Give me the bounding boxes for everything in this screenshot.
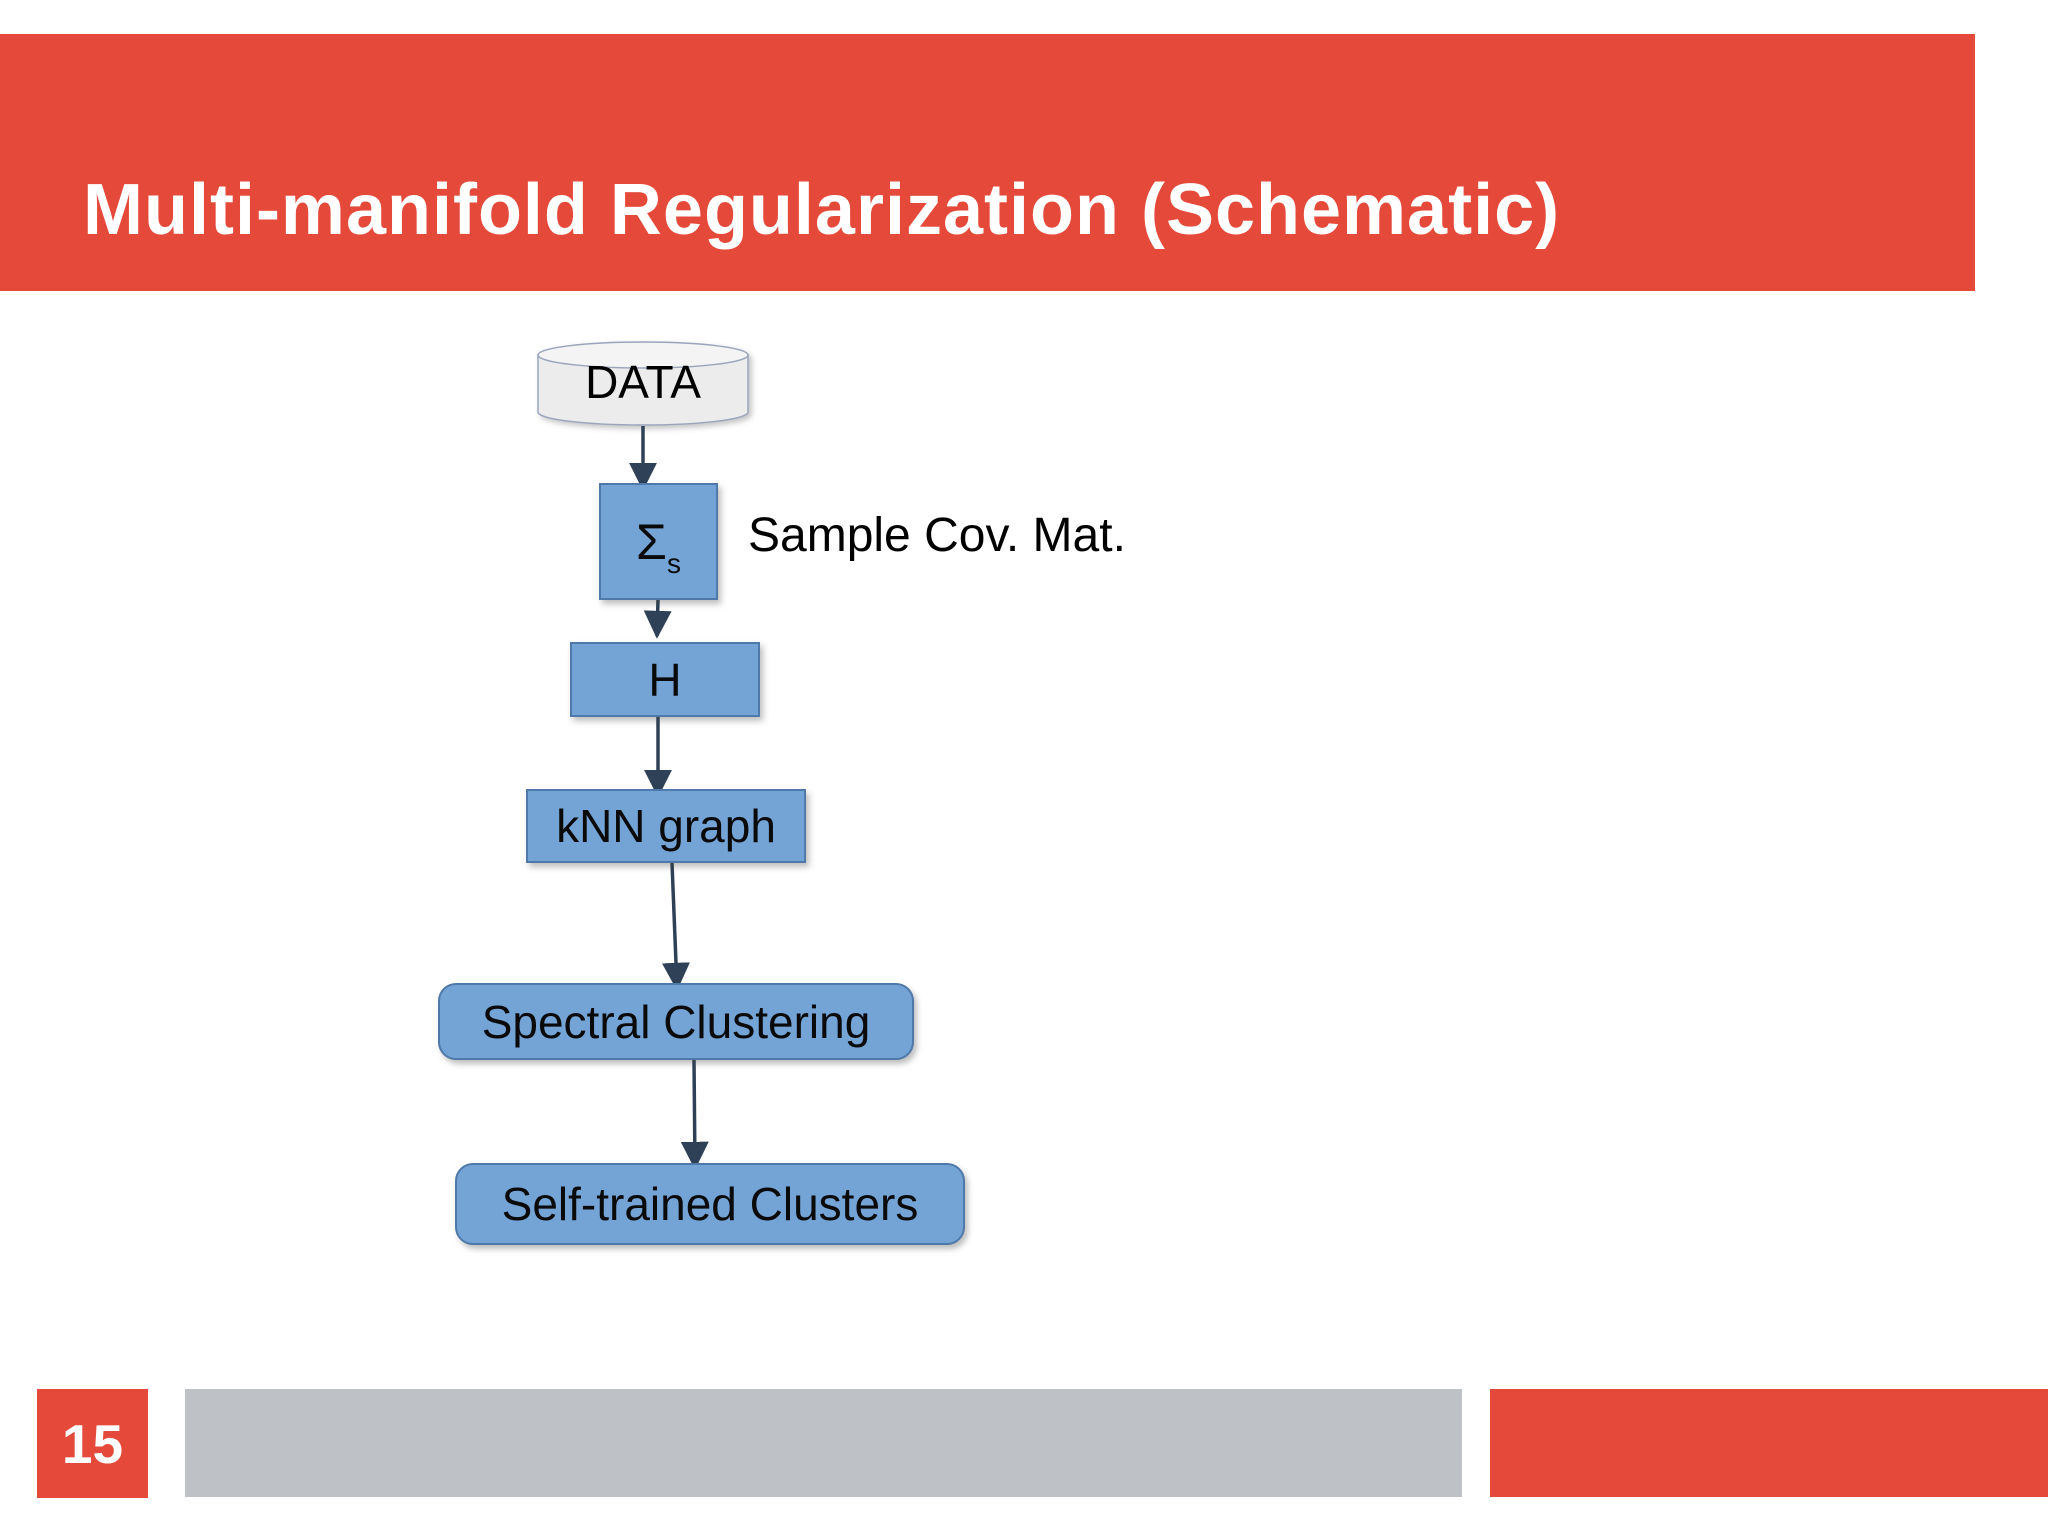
arrow-spectral-to-clusters <box>680 1059 709 1170</box>
node-h: H <box>570 642 760 717</box>
page-number-badge: 15 <box>37 1389 148 1498</box>
annotation-sample-cov-mat: Sample Cov. Mat. <box>748 509 1126 562</box>
node-knn-graph: kNN graph <box>526 789 806 863</box>
node-data-label: DATA <box>585 356 701 408</box>
sigma-label-group: Σ s <box>636 513 681 579</box>
page-number: 15 <box>61 1412 124 1475</box>
node-sigma: Σ s <box>599 483 718 600</box>
title-band: Multi-manifold Regularization (Schematic… <box>0 34 1975 291</box>
slide-title: Multi-manifold Regularization (Schematic… <box>83 170 1561 250</box>
arrow-knn-to-spectral <box>662 862 690 991</box>
arrow-sigma-to-h <box>643 599 672 639</box>
sigma-subscript: s <box>666 547 681 579</box>
footer-gray-bar <box>185 1389 1462 1497</box>
footer-red-bar <box>1490 1389 2048 1497</box>
sigma-symbol: Σ <box>636 513 667 570</box>
node-self-trained-clusters: Self-trained Clusters <box>455 1163 965 1245</box>
node-spectral-clustering: Spectral Clustering <box>438 983 914 1060</box>
